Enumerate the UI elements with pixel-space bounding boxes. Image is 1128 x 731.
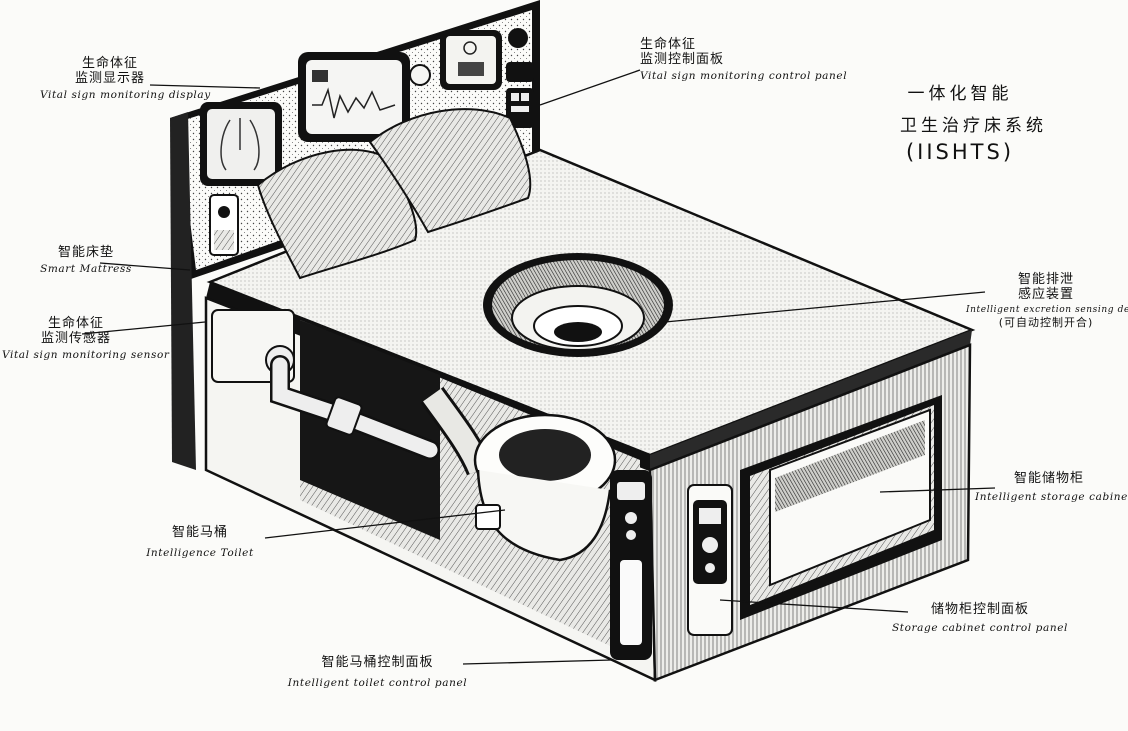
leader-mattress <box>99 262 191 271</box>
storage-cabinet-device <box>740 395 942 620</box>
system-title: 一体化智能 卫生治疗床系统 (IISHTS) <box>900 84 1047 165</box>
label-intelligence-toilet: 智能马桶 Intelligence Toilet <box>140 525 260 559</box>
excretion-opening <box>483 253 673 357</box>
leader-cabinet-panel <box>719 599 909 613</box>
label-cabinet-panel: 储物柜控制面板 Storage cabinet control panel <box>875 602 1085 634</box>
toilet-control-device <box>610 470 652 660</box>
label-vital-sensor: 生命体征 监测传感器 Vital sign monitoring sensor <box>2 316 170 361</box>
label-storage-cabinet: 智能储物柜 Intelligent storage cabinet <box>975 471 1128 503</box>
label-vital-sensor-en: Vital sign monitoring sensor <box>2 348 170 361</box>
label-toilet-zh: 智能马桶 <box>171 525 228 540</box>
label-vital-display-en: Vital sign monitoring display <box>40 88 211 101</box>
leader-toilet <box>264 509 506 539</box>
label-vital-display: 生命体征 监测显示器 Vital sign monitoring display <box>40 56 211 101</box>
label-excretion-device: 智能排泄 感应装置 Intelligent excretion sensing … <box>966 272 1128 330</box>
pillows <box>256 108 532 280</box>
leader-lines <box>81 69 996 665</box>
label-vital-panel-en: Vital sign monitoring control panel <box>640 69 848 82</box>
label-toilet-panel-en: Intelligent toilet control panel <box>287 676 468 689</box>
label-vital-sensor-zh: 生命体征 监测传感器 <box>40 316 111 346</box>
label-toilet-panel-zh: 智能马桶控制面板 <box>321 655 434 670</box>
label-smart-mattress-en: Smart Mattress <box>40 262 132 275</box>
vital-control-panel <box>409 28 534 128</box>
label-excretion-en: Intelligent excretion sensing device <box>966 304 1128 315</box>
label-excretion-zh: 智能排泄 感应装置 <box>1017 272 1074 302</box>
vital-sensor-device <box>209 194 239 256</box>
label-cabinet-panel-zh: 储物柜控制面板 <box>930 602 1029 617</box>
drain-pipes <box>211 309 493 476</box>
leader-sensor <box>81 321 206 335</box>
label-vital-panel: 生命体征 监测控制面板 Vital sign monitoring contro… <box>640 37 848 82</box>
label-excretion-note: (可自动控制开合) <box>998 316 1094 330</box>
leader-toilet-panel <box>462 659 613 665</box>
label-smart-mattress-zh: 智能床垫 <box>57 245 114 260</box>
title-line2: 卫生治疗床系统 <box>900 115 1047 136</box>
leader-excretion <box>664 291 986 323</box>
vital-display-screens <box>200 30 502 186</box>
cabinet-control-device <box>687 484 733 636</box>
label-toilet-panel: 智能马桶控制面板 Intelligent toilet control pane… <box>285 655 470 689</box>
leader-vital-display <box>149 84 261 89</box>
label-vital-display-zh: 生命体征 监测显示器 <box>74 56 145 86</box>
title-line1: 一体化智能 <box>907 84 1013 104</box>
label-toilet-en: Intelligence Toilet <box>146 546 254 559</box>
label-vital-panel-zh: 生命体征 监测控制面板 <box>640 37 725 67</box>
leader-vital-panel <box>539 69 641 106</box>
label-smart-mattress: 智能床垫 Smart Mattress <box>38 245 134 275</box>
toilet-body <box>473 413 617 562</box>
label-storage-cabinet-zh: 智能储物柜 <box>1013 471 1084 486</box>
label-cabinet-panel-en: Storage cabinet control panel <box>892 621 1068 634</box>
title-abbr: (IISHTS) <box>905 140 1015 165</box>
label-storage-cabinet-en: Intelligent storage cabinet <box>975 490 1128 503</box>
leader-cabinet <box>879 487 996 493</box>
